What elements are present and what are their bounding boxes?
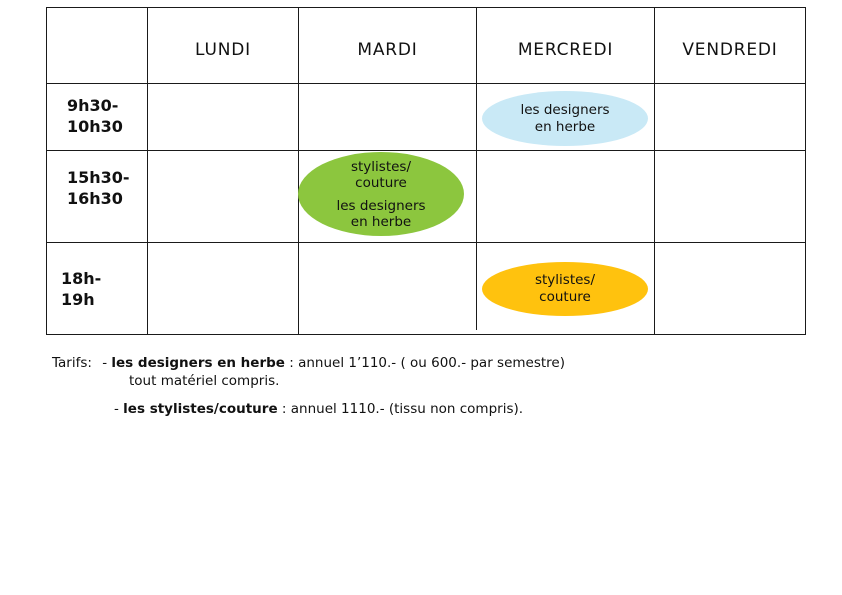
session-designers-wednesday-morning: les designers en herbe — [482, 91, 648, 146]
session-label: en herbe — [350, 213, 412, 230]
table-col-divider — [654, 7, 655, 335]
table-border-left — [46, 7, 47, 335]
time-slot-morning: 9h30- 10h30 — [67, 95, 123, 137]
day-header-vendredi: VENDREDI — [682, 40, 778, 60]
table-col-divider — [147, 7, 148, 335]
session-label: couture — [355, 174, 407, 191]
tarifs-item-name: les stylistes/couture — [123, 401, 278, 417]
tarifs-item-price: : annuel 1’110.- ( ou 600.- par semestre… — [289, 355, 565, 371]
session-label: en herbe — [534, 118, 596, 135]
day-header-mardi: MARDI — [357, 40, 418, 60]
session-label: les designers — [336, 197, 426, 214]
table-col-divider — [298, 7, 299, 335]
time-slot-line: 10h30 — [67, 117, 123, 136]
session-stylistes-designers-tuesday-afternoon: stylistes/ couture les designers en herb… — [298, 152, 464, 236]
session-stylistes-wednesday-evening: stylistes/ couture — [482, 262, 648, 316]
time-slot-line: 9h30- — [67, 96, 119, 115]
session-label: stylistes/ — [534, 272, 596, 288]
time-slot-line: 19h — [61, 290, 95, 309]
tarifs-dash: - — [114, 401, 124, 417]
time-slot-line: 16h30 — [67, 189, 123, 208]
tarifs-item-name: les designers en herbe — [111, 355, 285, 371]
session-label: les designers — [520, 101, 610, 118]
table-border-bottom — [46, 334, 806, 335]
tarifs-note: tout matériel compris. — [129, 373, 280, 389]
session-label: couture — [539, 289, 591, 305]
time-slot-line: 15h30- — [67, 168, 130, 187]
tarifs-item-price: : annuel 1110.- (tissu non compris). — [281, 401, 524, 417]
tarifs-line-designers: Tarifs: - les designers en herbe : annue… — [52, 354, 812, 372]
table-row-divider — [46, 150, 806, 151]
day-header-lundi: LUNDI — [195, 40, 251, 60]
table-row-divider — [46, 83, 806, 84]
tarifs-section: Tarifs: - les designers en herbe : annue… — [52, 354, 812, 418]
time-slot-evening: 18h- 19h — [61, 268, 101, 310]
time-slot-afternoon: 15h30- 16h30 — [67, 167, 130, 209]
tarifs-dash: - — [102, 355, 112, 371]
table-border-top — [46, 7, 806, 8]
day-header-mercredi: MERCREDI — [517, 40, 614, 60]
tarifs-line-stylistes: - les stylistes/couture : annuel 1110.- … — [114, 400, 812, 418]
time-slot-line: 18h- — [61, 269, 102, 288]
schedule-table: LUNDI MARDI MERCREDI VENDREDI 9h30- 10h3… — [46, 7, 806, 335]
table-border-right — [805, 7, 806, 335]
session-label: stylistes/ — [350, 158, 412, 175]
tarifs-label: Tarifs: — [52, 355, 92, 371]
table-row-divider — [46, 242, 806, 243]
table-col-divider — [476, 7, 477, 330]
